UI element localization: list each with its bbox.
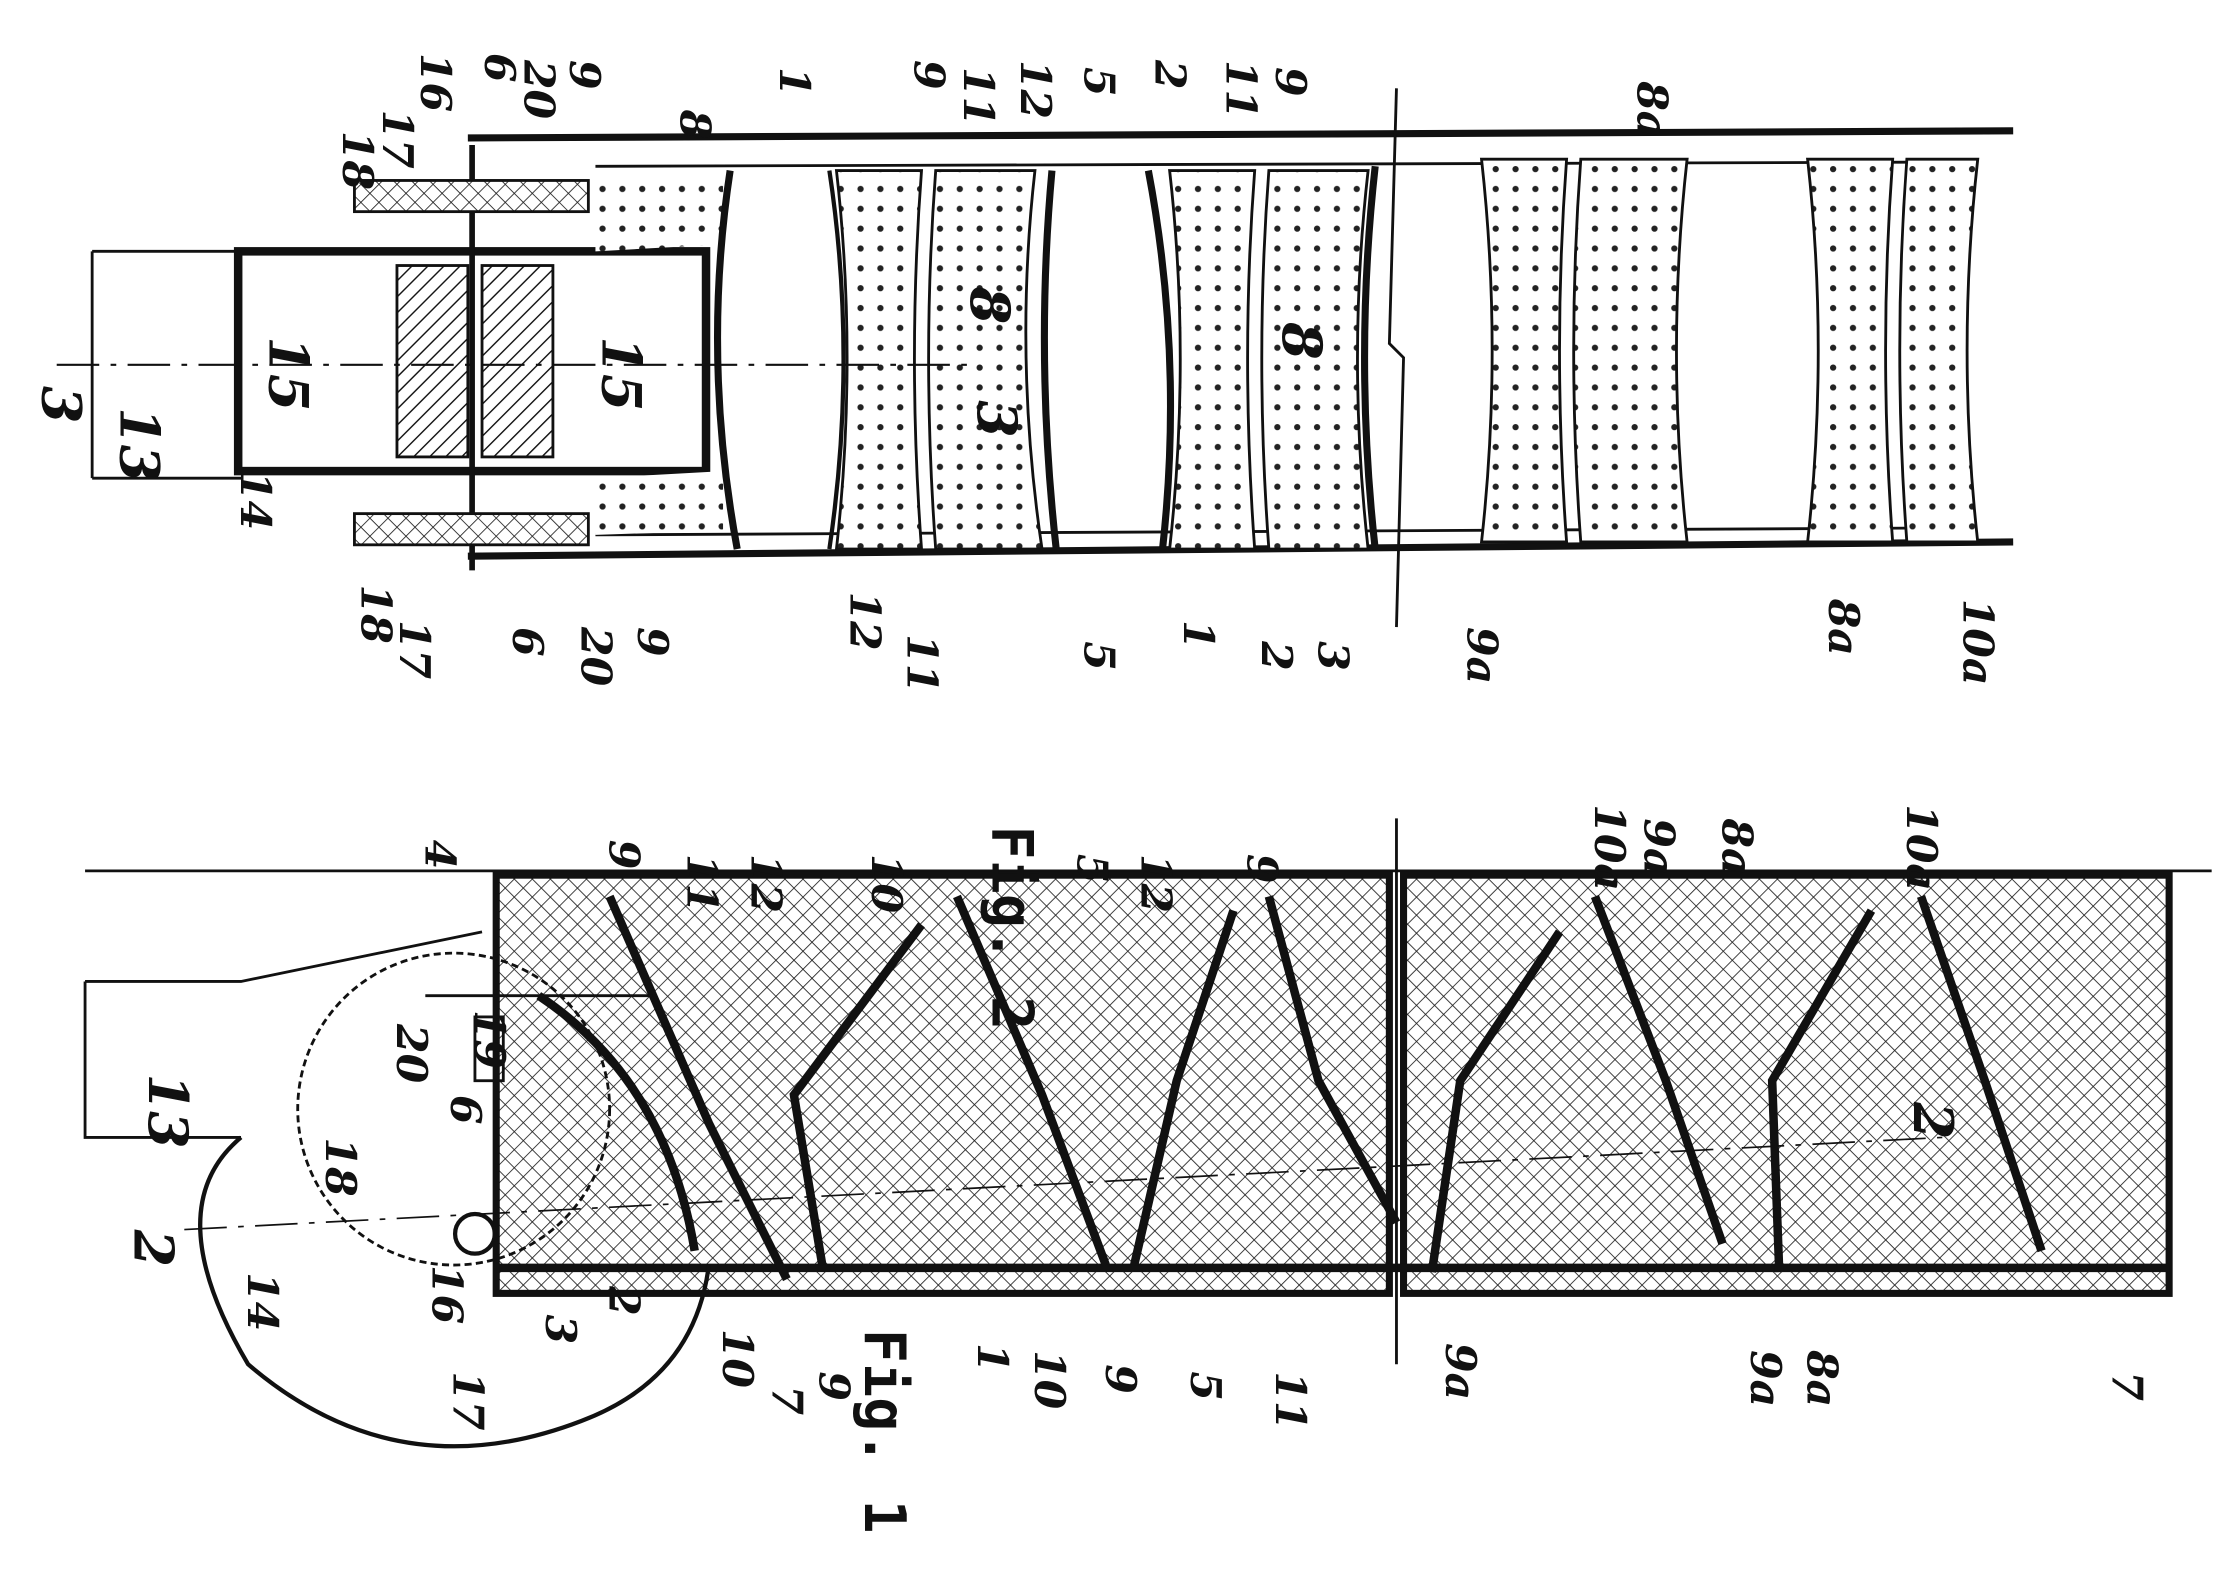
- duct-13: [85, 930, 483, 983]
- ref-label: 11: [1265, 1371, 1315, 1430]
- ref-label: 17: [443, 1371, 493, 1431]
- ref-label: 10: [861, 854, 911, 914]
- bottom-labels: 4 9 11 12 10 5 12 9 10a 9a 8a 10a 19 20 …: [122, 804, 2152, 1431]
- ref-label: 6: [474, 53, 524, 83]
- trench-left: [492, 871, 1393, 1297]
- ref-label: 9: [1237, 854, 1287, 884]
- ref-label: 12: [740, 854, 790, 913]
- ref-label: 6: [502, 627, 552, 657]
- ref-label: 9: [903, 60, 953, 90]
- ref-label: 10: [712, 1329, 762, 1389]
- top-figure: [56, 88, 2014, 628]
- trench-right: [1400, 871, 2173, 1297]
- ref-label: 17: [389, 620, 439, 680]
- ref-label: 6: [440, 1095, 490, 1125]
- ref-label: 20: [514, 59, 564, 120]
- fan-hub-left: [395, 264, 470, 459]
- channel-wall-top: [467, 127, 2014, 142]
- ref-label: 12: [840, 592, 890, 651]
- ref-label: 9: [559, 60, 609, 90]
- ref-label: 14: [230, 471, 280, 530]
- ref-label: 2: [122, 1229, 186, 1267]
- ref-label: 8a: [1818, 598, 1868, 656]
- ref-label: 14: [237, 1272, 287, 1331]
- inclined-baffles: [536, 894, 2046, 1282]
- ref-label: 1: [967, 1343, 1017, 1373]
- ref-label: 9a: [1740, 1350, 1790, 1407]
- ref-label: 9a: [1435, 1343, 1485, 1400]
- ref-label: 1: [1173, 620, 1223, 650]
- ref-label: 12: [1010, 60, 1060, 119]
- baffles: [713, 157, 1980, 551]
- ref-label: 19: [464, 1010, 514, 1069]
- ref-label: 5: [1180, 1371, 1230, 1401]
- ref-label: 9a: [1634, 818, 1684, 875]
- ref-label: 2: [599, 1285, 649, 1316]
- figure-caption-bottom: Fig. 1: [851, 1329, 917, 1534]
- ref-label: 3: [1307, 641, 1357, 671]
- ref-label: 5: [1066, 854, 1116, 884]
- gear-18: [296, 951, 612, 1267]
- ref-label: 20: [570, 626, 620, 687]
- ref-label: 5: [1074, 641, 1124, 671]
- ref-label: 7: [2101, 1371, 2151, 1401]
- bottom-figure: [83, 818, 2212, 1449]
- ref-label: 15: [256, 336, 320, 411]
- ref-label: 4: [414, 840, 464, 870]
- ref-label: 2: [1251, 640, 1301, 671]
- ref-label: 10a: [1953, 599, 2003, 686]
- top-labels: 18 17 16 6 20 9 8 1 9 11 12 5 2 11 9 8a …: [30, 53, 2003, 693]
- ref-label: 17: [372, 110, 422, 170]
- ref-label: 16: [421, 1265, 471, 1324]
- ref-label: 12: [1130, 854, 1180, 913]
- ref-label: 8a: [1712, 817, 1762, 875]
- ref-label: 18: [315, 1137, 365, 1196]
- ref-label: 9: [1265, 67, 1315, 97]
- ref-label: 2: [1901, 1101, 1965, 1139]
- ref-label: 7: [762, 1386, 812, 1416]
- ref-label: 11: [953, 67, 1003, 126]
- ref-label: 1: [769, 67, 819, 97]
- ref-label: 9: [808, 1371, 858, 1401]
- ref-label: 15: [590, 336, 654, 411]
- ref-label: 11: [896, 634, 946, 693]
- ref-label: 10a: [1584, 804, 1634, 891]
- ref-label: 2: [1144, 59, 1194, 90]
- ref-label: 11: [677, 854, 727, 913]
- ref-label: 20: [386, 1023, 436, 1084]
- ref-label: 8: [1270, 321, 1334, 359]
- ref-label: 13: [108, 407, 172, 482]
- ref-label: 10: [1024, 1350, 1074, 1410]
- ref-label: 9: [627, 627, 677, 657]
- ref-label: 9a: [1456, 627, 1506, 684]
- ref-label: 8a: [1797, 1349, 1847, 1407]
- ref-label: 3: [30, 386, 94, 423]
- ref-label: 3: [535, 1315, 585, 1345]
- figure-caption-top: Fig. 2: [978, 826, 1044, 1031]
- ref-label: 5: [1074, 67, 1124, 97]
- ref-label: 13: [136, 1074, 200, 1149]
- fan-hub-right: [480, 264, 555, 459]
- housing-14: [198, 1135, 711, 1449]
- ref-label: 8: [670, 109, 720, 140]
- ref-label: 8: [958, 286, 1022, 324]
- ref-label: 8a: [1626, 80, 1676, 138]
- gear-16: [452, 1211, 497, 1256]
- break-line: [1387, 88, 1405, 628]
- ref-label: 11: [1215, 60, 1265, 119]
- ref-label: 9: [599, 840, 649, 870]
- ref-label: 18: [332, 131, 382, 190]
- ref-label: 16: [410, 53, 460, 112]
- gear-18-bottom: [353, 512, 590, 547]
- gear-18-top: [353, 179, 590, 214]
- ref-label: 9: [1095, 1364, 1145, 1394]
- ref-label: 3: [965, 400, 1029, 437]
- section-line-2: [184, 1136, 1943, 1231]
- ref-label: 10a: [1896, 804, 1946, 891]
- ref-label: 18: [351, 585, 401, 644]
